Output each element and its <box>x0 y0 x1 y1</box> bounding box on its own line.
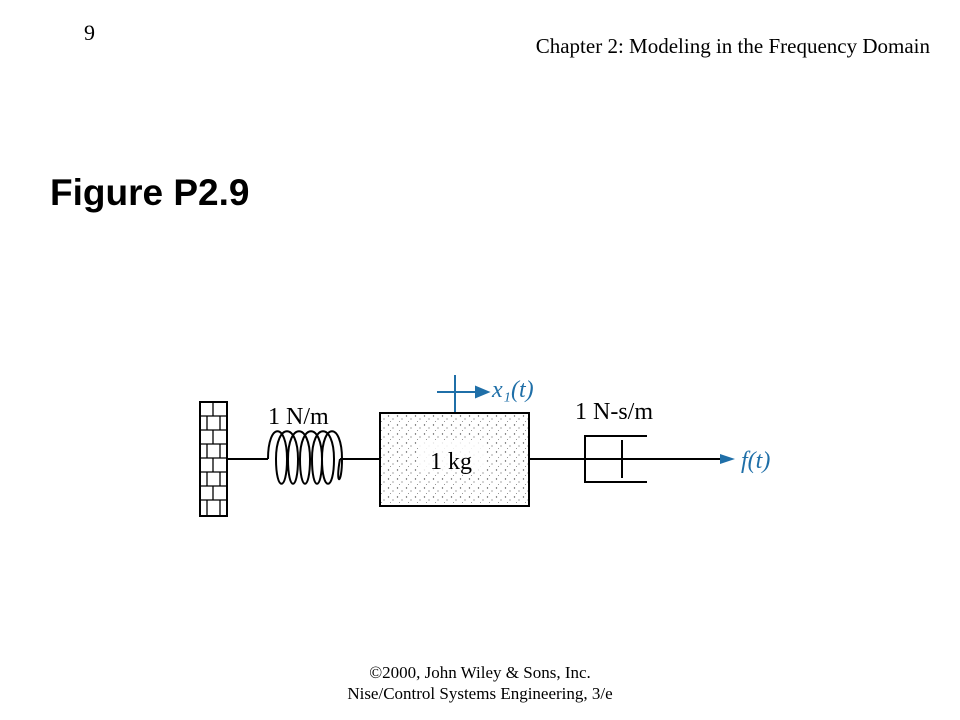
book-citation: Nise/Control Systems Engineering, 3/e <box>347 684 613 703</box>
mass-block <box>379 412 530 507</box>
force-arrow <box>622 454 735 464</box>
spring-constant-label: 1 N/m <box>268 404 329 430</box>
damping-coefficient-label: 1 N-s/m <box>575 399 653 425</box>
mass-label: 1 kg <box>430 449 472 475</box>
displacement-label: x₁(t) <box>492 377 534 403</box>
displacement-arrow <box>437 375 491 412</box>
force-label: f(t) <box>741 448 771 474</box>
fixed-wall <box>199 401 228 517</box>
footer: ©2000, John Wiley & Sons, Inc. Nise/Cont… <box>0 662 960 704</box>
copyright-text: ©2000, John Wiley & Sons, Inc. <box>369 663 591 682</box>
slide-number: 9 <box>84 20 95 45</box>
chapter-title: Chapter 2: Modeling in the Frequency Dom… <box>535 34 930 58</box>
figure-title: Figure P2.9 <box>50 172 250 213</box>
spring <box>227 430 380 485</box>
